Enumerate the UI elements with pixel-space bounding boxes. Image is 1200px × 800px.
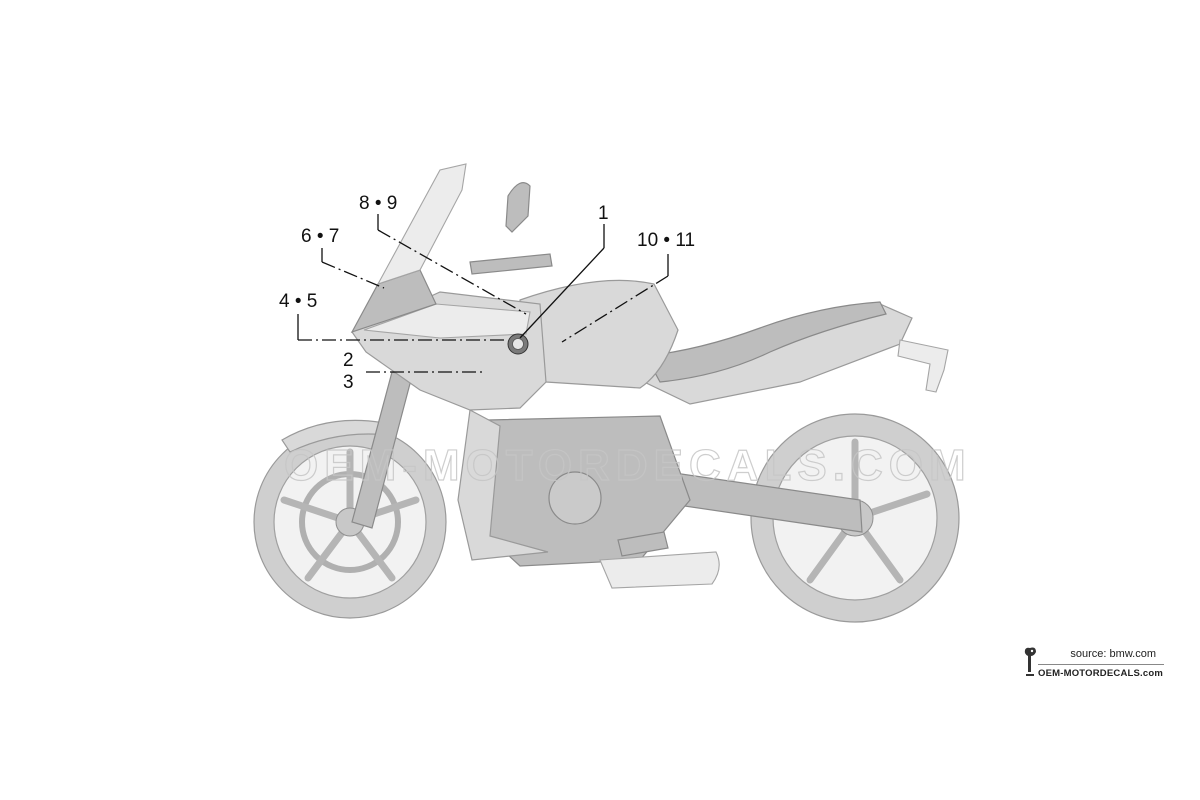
leader-lines (297, 214, 669, 373)
source-divider (1038, 664, 1164, 665)
source-credit: source: bmw.com OEM-MOTORDECALS.com (1022, 644, 1164, 684)
callout-2: 2 (343, 350, 354, 371)
leader-8-9-diag (377, 229, 527, 315)
callout-3: 3 (343, 372, 354, 393)
callout-labels: 1 2 3 4 • 5 6 • 7 8 • 9 10 • 11 (279, 193, 695, 393)
rooster-logo-icon (1024, 647, 1036, 676)
callout-8-9: 8 • 9 (359, 193, 397, 214)
watermark-text: OEM-MOTORDECALS.COM (284, 441, 972, 490)
belly-pan (457, 409, 549, 561)
plate-holder (897, 339, 949, 393)
motorcycle-illustration (253, 163, 960, 623)
callout-4-5: 4 • 5 (279, 291, 317, 312)
handlebar (469, 253, 553, 275)
leader-1-diag (519, 247, 605, 339)
exhaust (599, 551, 720, 589)
callout-6-7: 6 • 7 (301, 226, 339, 247)
seat (645, 301, 887, 383)
callout-10-11: 10 • 11 (637, 230, 695, 251)
leader-6-7-diag (321, 261, 385, 289)
mirror (505, 182, 531, 233)
leader-10-11-diag (561, 275, 669, 343)
front-wheel (253, 425, 447, 619)
callout-1: 1 (598, 203, 609, 224)
source-label: source: bmw.com (1070, 648, 1156, 660)
footpeg (617, 531, 669, 557)
brand-label: OEM-MOTORDECALS.com (1038, 668, 1164, 679)
windscreen (376, 163, 467, 285)
